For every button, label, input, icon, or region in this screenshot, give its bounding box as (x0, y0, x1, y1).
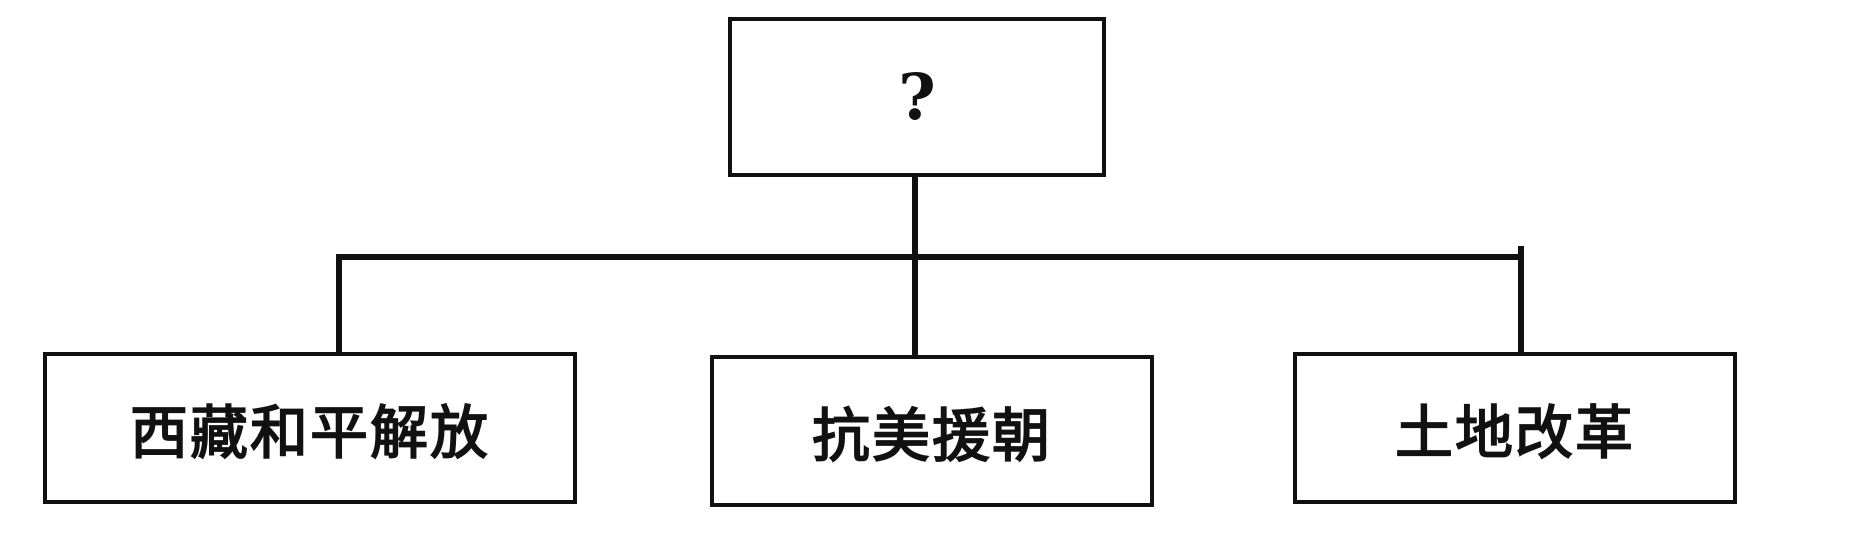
root-stem-line (912, 172, 918, 358)
left-drop-line (336, 254, 342, 356)
child-label: 抗美援朝 (811, 402, 1052, 470)
right-drop-line (1518, 246, 1524, 356)
root-label: ? (898, 59, 936, 135)
child-node-korea: 抗美援朝 (710, 355, 1154, 507)
child-node-land-reform: 土地改革 (1293, 352, 1737, 504)
root-node: ? (728, 17, 1106, 177)
child-label: 土地改革 (1394, 399, 1635, 467)
child-label: 西藏和平解放 (129, 399, 490, 467)
horizontal-bus-line (336, 254, 1524, 260)
child-node-tibet: 西藏和平解放 (43, 352, 577, 504)
